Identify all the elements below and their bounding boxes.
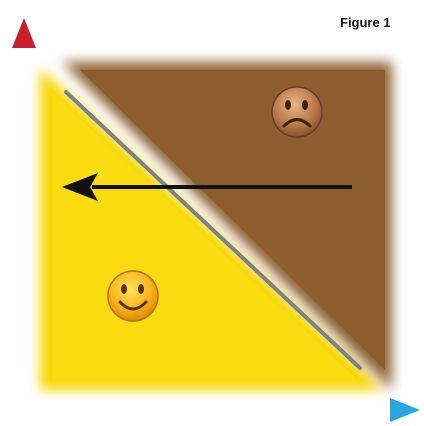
divider-line: [64, 90, 362, 370]
figure-label: Figure 1: [340, 15, 391, 30]
y-axis: [12, 18, 36, 410]
x-axis: [21, 398, 420, 422]
smiley-face-icon: [107, 270, 159, 322]
bad-region: [62, 62, 392, 390]
shift-arrow: [62, 173, 352, 201]
frowning-face-icon: [271, 86, 323, 138]
